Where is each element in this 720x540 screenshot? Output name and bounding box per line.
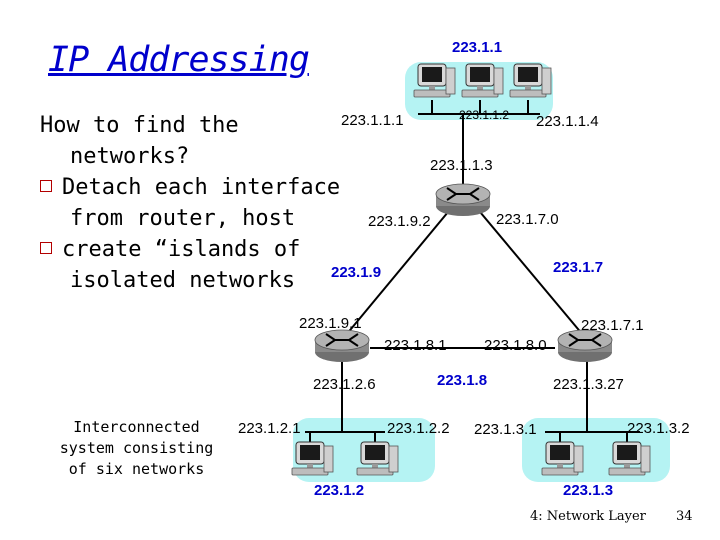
bullet-item: Detach each interface xyxy=(40,172,340,203)
host-computer-icon xyxy=(413,63,456,98)
interface-address: 223.1.2.2 xyxy=(387,420,450,437)
interface-address: 223.1.2.1 xyxy=(238,420,301,437)
slide-title: IP Addressing xyxy=(48,40,310,80)
host-computer-icon xyxy=(608,441,651,476)
interface-address: 223.1.2.6 xyxy=(313,376,376,393)
footer-text: 4: Network Layer xyxy=(530,509,646,524)
interface-address: 223.1.3.27 xyxy=(553,376,624,393)
diagram-caption: Interconnected system consisting of six … xyxy=(54,417,219,480)
caption-line: system consisting xyxy=(59,439,214,457)
bullet-item: create “islands of xyxy=(40,234,340,265)
bullet-line: How to find the xyxy=(40,113,239,138)
bullet-marker-icon xyxy=(40,180,52,192)
host-computer-icon xyxy=(356,441,399,476)
interface-address: 223.1.8.1 xyxy=(384,337,447,354)
host-computer-icon xyxy=(461,63,504,98)
interface-address: 223.1.9.2 xyxy=(368,213,431,230)
network-label: 223.1.3 xyxy=(563,482,613,499)
caption-line: of six networks xyxy=(68,460,205,478)
router-icon xyxy=(557,329,613,363)
interface-address: 223.1.7.0 xyxy=(496,211,559,228)
network-label: 223.1.2 xyxy=(314,482,364,499)
interface-address: 223.1.8.0 xyxy=(484,337,547,354)
interface-address: 223.1.3.1 xyxy=(474,421,537,438)
bullet-line: from router, host xyxy=(70,206,296,231)
bullet-line: networks? xyxy=(70,144,190,169)
caption-line: Interconnected xyxy=(73,418,200,436)
host-computer-icon xyxy=(541,441,584,476)
interface-address: 223.1.3.2 xyxy=(627,420,690,437)
host-computer-icon xyxy=(509,63,552,98)
interface-address: 223.1.7.1 xyxy=(581,317,644,334)
page-number: 34 xyxy=(676,509,693,524)
router-icon xyxy=(435,183,491,217)
network-label: 223.1.1 xyxy=(452,39,502,56)
bullet-line: isolated networks xyxy=(70,268,296,293)
interface-address: 223.1.1.1 xyxy=(341,112,404,129)
bullet-list: How to find the networks? Detach each in… xyxy=(40,110,340,296)
bullet-line: Detach each interface xyxy=(62,175,341,200)
network-label: 223.1.7 xyxy=(553,259,603,276)
host-computer-icon xyxy=(291,441,334,476)
router-icon xyxy=(314,329,370,363)
bullet-marker-icon xyxy=(40,242,52,254)
interface-address: 223.1.9.1 xyxy=(299,315,362,332)
network-label: 223.1.9 xyxy=(331,264,381,281)
network-links xyxy=(305,100,640,448)
network-label: 223.1.8 xyxy=(437,372,487,389)
interface-address: 223.1.1.4 xyxy=(536,113,599,130)
bullet-line: create “islands of xyxy=(62,237,301,262)
interface-address: 223.1.1.2 xyxy=(459,108,509,122)
interface-address: 223.1.1.3 xyxy=(430,157,493,174)
